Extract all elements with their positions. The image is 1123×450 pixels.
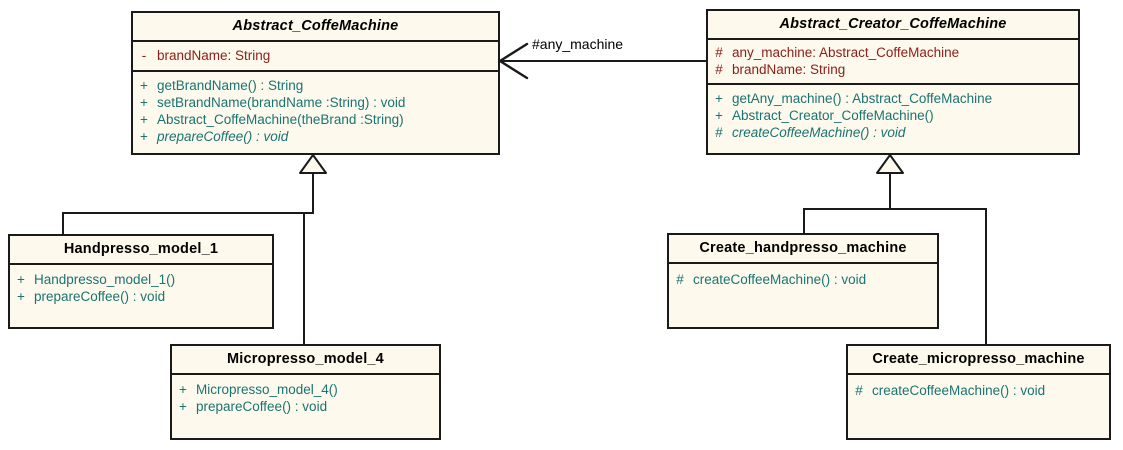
attribute-text: any_machine: Abstract_CoffeMachine [732, 45, 960, 60]
operation-text: Abstract_Creator_CoffeMachine() [732, 108, 934, 123]
operation-row: + Abstract_Creator_CoffeMachine() [708, 107, 1078, 124]
class-title-create-micropresso-machine: Create_micropresso_machine [872, 351, 1085, 367]
operation-text: getAny_machine() : Abstract_CoffeMachine [732, 91, 993, 106]
visibility-marker: + [140, 95, 148, 110]
operations-compartment-handpresso-model-1: + Handpresso_model_1() + prepareCoffee()… [10, 265, 272, 309]
operation-text: setBrandName(brandName :String) : void [157, 95, 406, 110]
operation-row: + Handpresso_model_1() [10, 271, 272, 288]
visibility-marker: # [715, 45, 723, 60]
class-box-micropresso-model-4[interactable]: Micropresso_model_4 + Micropresso_model_… [170, 344, 441, 440]
class-separator [10, 263, 272, 265]
operation-row: + getBrandName() : String [133, 77, 498, 94]
operation-row: + prepareCoffee() : void [133, 128, 498, 145]
class-separator [172, 373, 439, 375]
visibility-marker: + [715, 91, 723, 106]
operation-row: # createCoffeeMachine() : void [708, 124, 1078, 141]
attribute-text: brandName: String [732, 62, 846, 77]
generalization-drop-create-handpresso [803, 208, 805, 236]
generalization-stem-right [889, 170, 891, 210]
operation-row: + Micropresso_model_4() [172, 381, 439, 398]
operation-row: + setBrandName(brandName :String) : void [133, 94, 498, 111]
operation-text: prepareCoffee() : void [34, 289, 166, 304]
visibility-marker: + [17, 289, 25, 304]
class-separator [708, 38, 1078, 40]
visibility-marker: + [140, 112, 148, 127]
class-separator [708, 83, 1078, 85]
operation-row: + prepareCoffee() : void [10, 288, 272, 305]
class-title-abstract-creator-coffemachine: Abstract_Creator_CoffeMachine [779, 16, 1007, 32]
class-title-create-handpresso-machine: Create_handpresso_machine [699, 240, 907, 256]
class-box-handpresso-model-1[interactable]: Handpresso_model_1 + Handpresso_model_1(… [8, 234, 274, 329]
visibility-marker: + [179, 382, 187, 397]
class-separator [669, 262, 937, 264]
visibility-marker: + [140, 78, 148, 93]
operation-text: getBrandName() : String [157, 78, 304, 93]
operation-row: + prepareCoffee() : void [172, 398, 439, 415]
attributes-compartment-abstract-creator-coffemachine: # any_machine: Abstract_CoffeMachine # b… [708, 40, 1078, 83]
generalization-branch-left [62, 212, 314, 214]
class-separator [848, 373, 1109, 375]
operation-row: # createCoffeeMachine() : void [669, 271, 937, 288]
class-box-create-micropresso-machine[interactable]: Create_micropresso_machine # createCoffe… [846, 344, 1111, 440]
class-separator [133, 40, 498, 42]
attribute-row: # brandName: String [708, 61, 1078, 78]
visibility-marker: # [715, 62, 723, 77]
operation-row: + getAny_machine() : Abstract_CoffeMachi… [708, 90, 1078, 107]
operation-text: Handpresso_model_1() [34, 272, 176, 287]
visibility-marker: # [715, 125, 723, 140]
operation-text: Abstract_CoffeMachine(theBrand :String) [157, 112, 404, 127]
class-box-create-handpresso-machine[interactable]: Create_handpresso_machine # createCoffee… [667, 233, 939, 329]
generalization-drop-create-micropresso [985, 208, 987, 346]
attributes-compartment-abstract-coffemachine: - brandName: String [133, 42, 498, 70]
generalization-stem-left [312, 170, 314, 214]
operation-text: Micropresso_model_4() [196, 382, 338, 397]
class-title-handpresso-model-1: Handpresso_model_1 [63, 241, 219, 257]
attribute-text: brandName: String [157, 48, 271, 63]
association-line-any-machine [500, 60, 706, 62]
operations-compartment-create-micropresso-machine: # createCoffeeMachine() : void [848, 375, 1109, 403]
visibility-marker: + [715, 108, 723, 123]
generalization-drop-micropresso [303, 212, 305, 346]
visibility-marker: + [140, 129, 148, 144]
operation-row: + Abstract_CoffeMachine(theBrand :String… [133, 111, 498, 128]
operations-compartment-micropresso-model-4: + Micropresso_model_4() + prepareCoffee(… [172, 375, 439, 419]
operation-row: # createCoffeeMachine() : void [848, 382, 1109, 399]
operation-text: createCoffeeMachine() : void [732, 125, 906, 140]
attribute-row: # any_machine: Abstract_CoffeMachine [708, 44, 1078, 61]
generalization-branch-right [803, 208, 987, 210]
association-label-any-machine: #any_machine [532, 36, 624, 52]
class-title-micropresso-model-4: Micropresso_model_4 [227, 351, 384, 367]
class-box-abstract-coffemachine[interactable]: Abstract_CoffeMachine - brandName: Strin… [131, 11, 500, 155]
operations-compartment-abstract-creator-coffemachine: + getAny_machine() : Abstract_CoffeMachi… [708, 85, 1078, 145]
visibility-marker: + [179, 399, 187, 414]
operation-text: prepareCoffee() : void [196, 399, 328, 414]
operations-compartment-create-handpresso-machine: # createCoffeeMachine() : void [669, 264, 937, 292]
operation-text: createCoffeeMachine() : void [872, 383, 1046, 398]
class-title-abstract-coffemachine: Abstract_CoffeMachine [232, 18, 399, 34]
visibility-marker: + [17, 272, 25, 287]
operations-compartment-abstract-coffemachine: + getBrandName() : String + setBrandName… [133, 72, 498, 149]
operation-text: prepareCoffee() : void [157, 129, 289, 144]
visibility-marker: - [141, 48, 147, 63]
attribute-row: - brandName: String [133, 47, 498, 64]
operation-text: createCoffeeMachine() : void [693, 272, 867, 287]
class-separator [133, 70, 498, 72]
class-box-abstract-creator-coffemachine[interactable]: Abstract_Creator_CoffeMachine # any_mach… [706, 9, 1080, 155]
visibility-marker: # [855, 383, 863, 398]
generalization-drop-handpresso [62, 212, 64, 236]
visibility-marker: # [676, 272, 684, 287]
